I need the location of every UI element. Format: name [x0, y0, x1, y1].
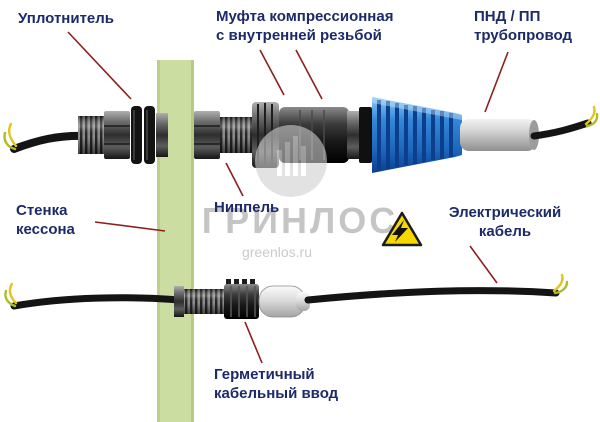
label-nipple: Ниппель — [214, 199, 280, 216]
label-seal: Уплотнитель — [18, 10, 115, 27]
bottom-cable-right — [304, 273, 569, 304]
wire-end-yellow — [8, 282, 18, 305]
label-cable: Электрический кабель — [448, 204, 562, 240]
seal-washers — [131, 106, 155, 164]
top-cable-left — [3, 122, 90, 153]
wire-end-green — [3, 131, 17, 151]
hdpe-pipe — [460, 119, 539, 151]
wire-end-yellow — [584, 105, 596, 126]
watermark-site: greenlos.ru — [242, 244, 312, 260]
sealed-cable-entry — [174, 279, 310, 319]
leader-wall — [94, 221, 166, 232]
lightning-bolt-icon — [392, 220, 408, 242]
leader-cable — [469, 245, 498, 284]
nipple-part — [194, 111, 254, 159]
electrical-hazard-icon — [381, 211, 423, 247]
wire-end-green — [585, 112, 599, 128]
watermark-logo-icon — [255, 125, 327, 197]
leader-entry — [244, 321, 263, 364]
cable-gland-left — [78, 106, 168, 164]
leader-nipple — [225, 162, 244, 197]
leader-lines — [67, 31, 509, 364]
leader-pipe — [484, 51, 509, 113]
leader-seal — [67, 31, 132, 100]
watermark-brand: ГРИНЛОС — [202, 200, 399, 241]
leader-coupling-2 — [295, 49, 323, 100]
wire-end-green — [553, 280, 569, 295]
bottom-cable-left — [4, 282, 184, 310]
label-coupling: Муфта компрессионная с внутренней резьбо… — [216, 8, 394, 44]
wire-end-green — [4, 289, 17, 308]
leader-coupling-1 — [259, 49, 285, 96]
label-entry: Герметичный кабельный ввод — [214, 366, 339, 402]
label-pipe: ПНД / ПП трубопровод — [474, 8, 572, 44]
watermark: ГРИНЛОС greenlos.ru — [202, 125, 399, 260]
top-cable-right — [530, 105, 599, 140]
wire-end-yellow — [8, 122, 18, 148]
blue-compression-fitting — [359, 97, 462, 173]
label-wall: Стенка кессона — [16, 202, 75, 238]
wire-end-yellow — [552, 273, 564, 293]
